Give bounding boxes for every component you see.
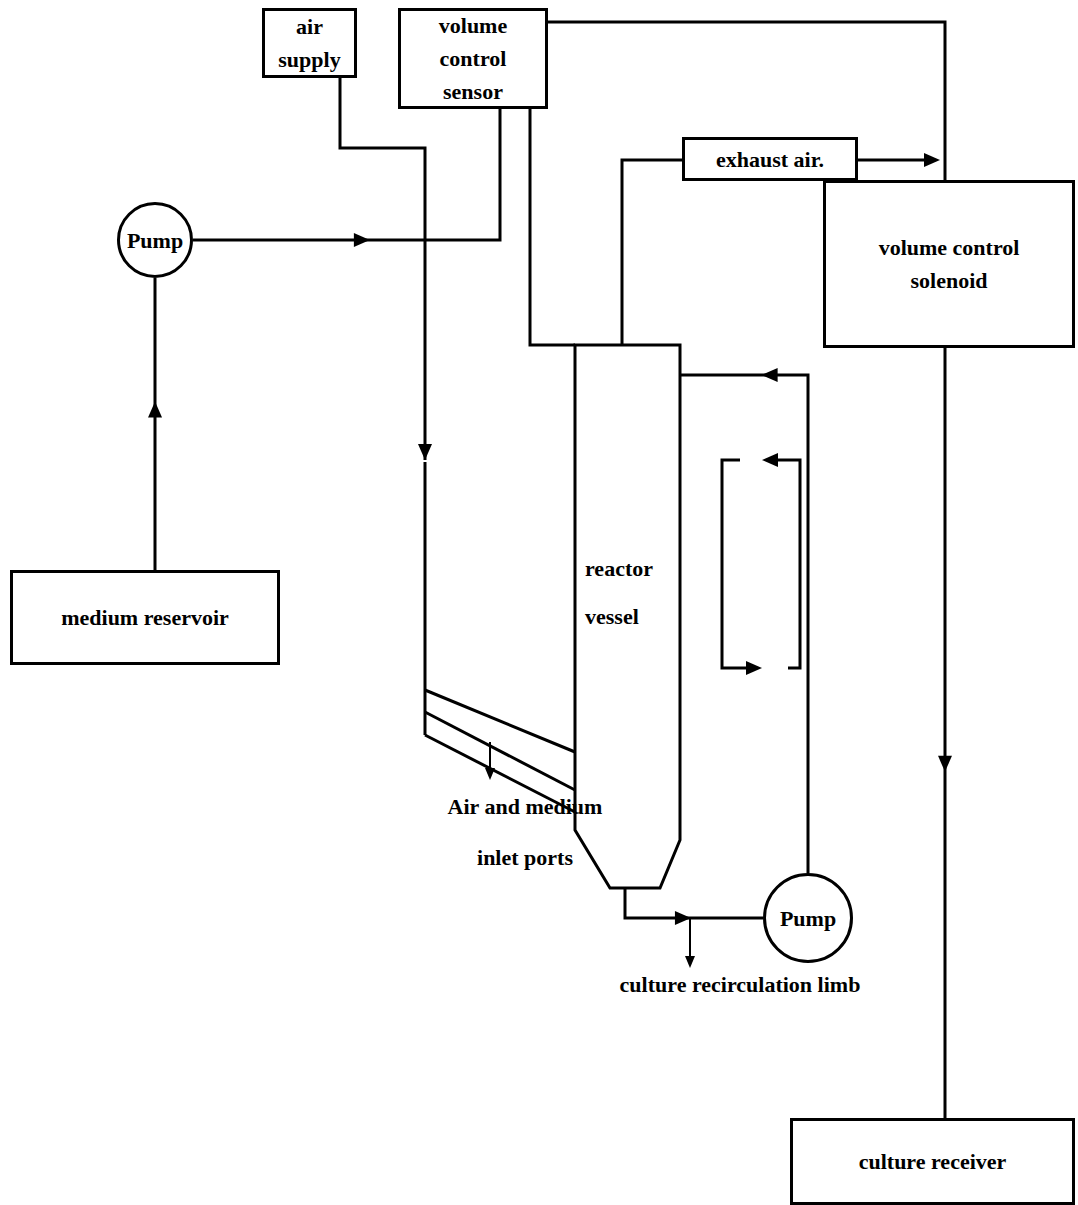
connector — [193, 109, 500, 247]
node-label: Pump — [127, 224, 183, 257]
connector-line — [530, 109, 575, 345]
inlet-port — [425, 690, 575, 752]
receiver-box: culture receiver — [790, 1118, 1075, 1205]
connector-line — [548, 22, 945, 180]
arrowhead — [418, 444, 432, 460]
connector — [530, 109, 575, 345]
callout-label: culture recirculation limb — [585, 968, 895, 1001]
node-label: reactor vessel — [585, 545, 675, 642]
solenoid-box: volume control solenoid — [823, 180, 1075, 348]
arrowhead — [938, 756, 952, 772]
pump-outline — [119, 204, 192, 277]
node-label: volume control sensor — [407, 9, 539, 108]
exhaust-arrowhead — [924, 153, 940, 167]
arrowhead — [148, 401, 162, 417]
node-label: volume control solenoid — [856, 231, 1042, 297]
supply-box: air supply — [262, 8, 357, 78]
connector-line — [622, 160, 682, 345]
arrowhead — [675, 911, 691, 925]
circulation-arrowhead — [746, 661, 762, 675]
leader-line — [489, 742, 491, 770]
connector — [340, 78, 432, 460]
callout-label: Air and medium inlet ports — [425, 782, 625, 883]
inlet-port — [425, 712, 575, 790]
connector-line — [680, 375, 808, 873]
node-label: medium reservoir — [61, 601, 229, 634]
pump-circle: Pump — [117, 202, 193, 278]
node-label: exhaust air. — [716, 143, 824, 176]
circulation-arrowhead — [762, 453, 778, 467]
connector-line — [154, 278, 157, 570]
connector — [625, 888, 763, 925]
leader-arrowhead — [685, 956, 695, 968]
circulation-bracket — [722, 460, 748, 668]
exhaust-box: exhaust air. — [682, 137, 858, 181]
connector-line — [340, 78, 425, 460]
node-label: air supply — [269, 10, 350, 76]
exhaust-line — [858, 159, 926, 162]
connector — [148, 278, 162, 570]
reservoir-box: medium reservoir — [10, 570, 280, 665]
connector — [938, 348, 952, 1118]
connector — [548, 22, 945, 180]
sensor-box: volume control sensor — [398, 8, 548, 109]
circulation-bracket — [774, 460, 800, 668]
node-label: Pump — [780, 902, 836, 935]
connector — [680, 368, 808, 873]
leader-line — [689, 918, 691, 958]
inlet-tube-wall — [424, 462, 427, 735]
arrowhead — [354, 233, 370, 247]
connector — [622, 160, 682, 345]
pump-outline — [765, 875, 852, 962]
connector-line — [625, 888, 763, 918]
pump-circle: Pump — [763, 873, 853, 963]
node-label: culture receiver — [859, 1145, 1007, 1178]
leader-arrowhead — [485, 768, 495, 780]
arrowhead — [762, 368, 778, 382]
connector-line — [944, 348, 947, 1118]
connector-line — [193, 109, 500, 240]
